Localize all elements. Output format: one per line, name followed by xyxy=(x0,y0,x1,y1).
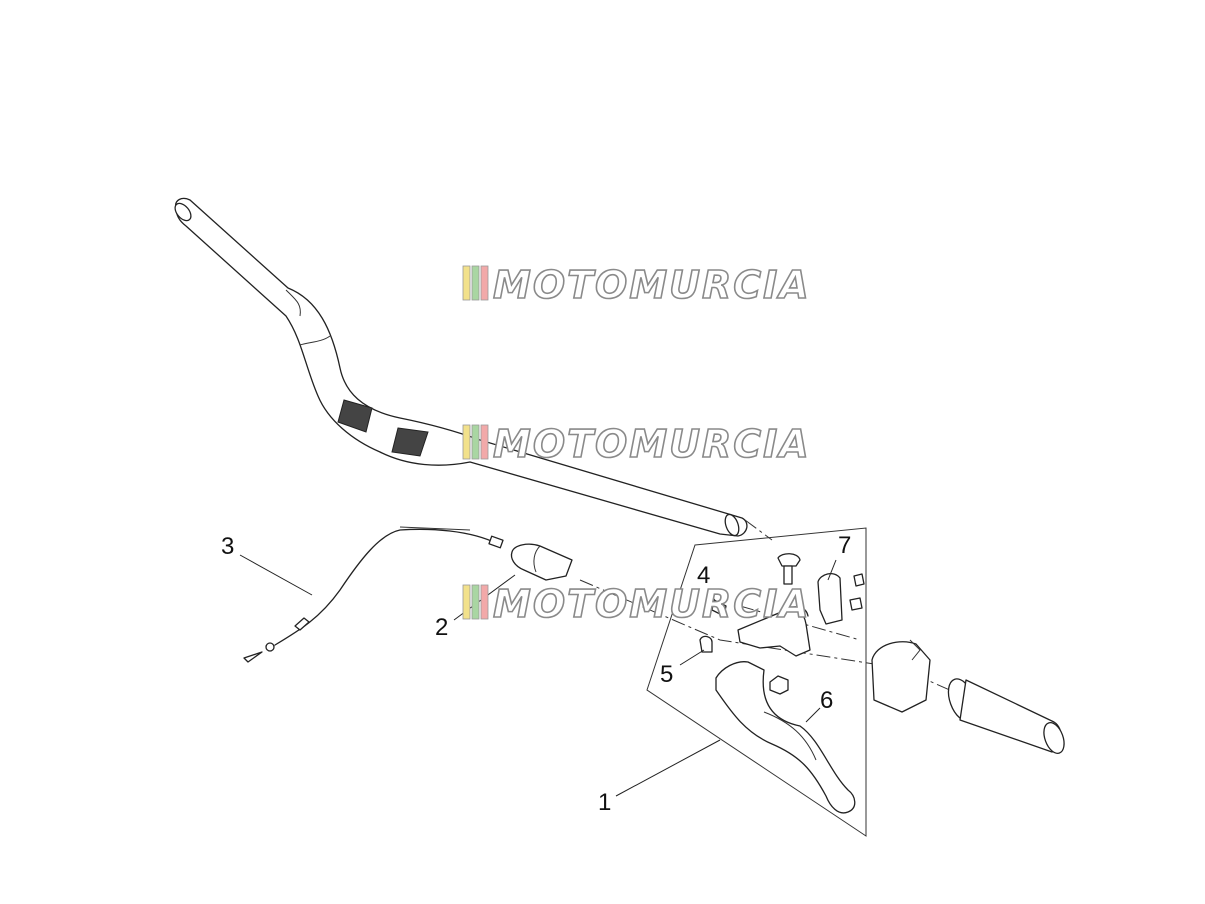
callout-4: 4 xyxy=(697,562,710,589)
watermark-2: MOTOMURCIA xyxy=(462,421,811,467)
svg-text:MOTOMURCIA: MOTOMURCIA xyxy=(493,422,811,466)
knurl-right xyxy=(391,427,429,457)
handlebar xyxy=(174,197,748,537)
svg-text:MOTOMURCIA: MOTOMURCIA xyxy=(493,582,811,626)
pivot-bushing xyxy=(699,635,713,653)
handlebar-grip xyxy=(947,678,1065,754)
adjuster-screw xyxy=(711,599,727,617)
clutch-switch xyxy=(510,543,573,581)
clutch-cable xyxy=(243,526,504,663)
switch-housing xyxy=(871,639,931,713)
lever-perch xyxy=(737,605,811,657)
watermark-3: MOTOMURCIA xyxy=(462,581,811,627)
axis-line-upper xyxy=(744,519,773,541)
callout-5: 5 xyxy=(660,661,673,688)
clutch-lever xyxy=(715,661,856,814)
clamp-bolt xyxy=(777,553,801,585)
lever-nut xyxy=(769,675,789,695)
knurl-left xyxy=(337,399,373,433)
callout-1: 1 xyxy=(598,789,611,816)
svg-text:MOTOMURCIA: MOTOMURCIA xyxy=(493,263,811,307)
callout-6: 6 xyxy=(820,687,833,714)
watermark-1: MOTOMURCIA xyxy=(462,262,811,308)
callout-7: 7 xyxy=(838,532,851,559)
perch-clamp xyxy=(817,572,865,625)
callout-3: 3 xyxy=(221,533,234,560)
callout-2: 2 xyxy=(435,614,448,641)
lever-assembly-panel xyxy=(646,527,867,837)
